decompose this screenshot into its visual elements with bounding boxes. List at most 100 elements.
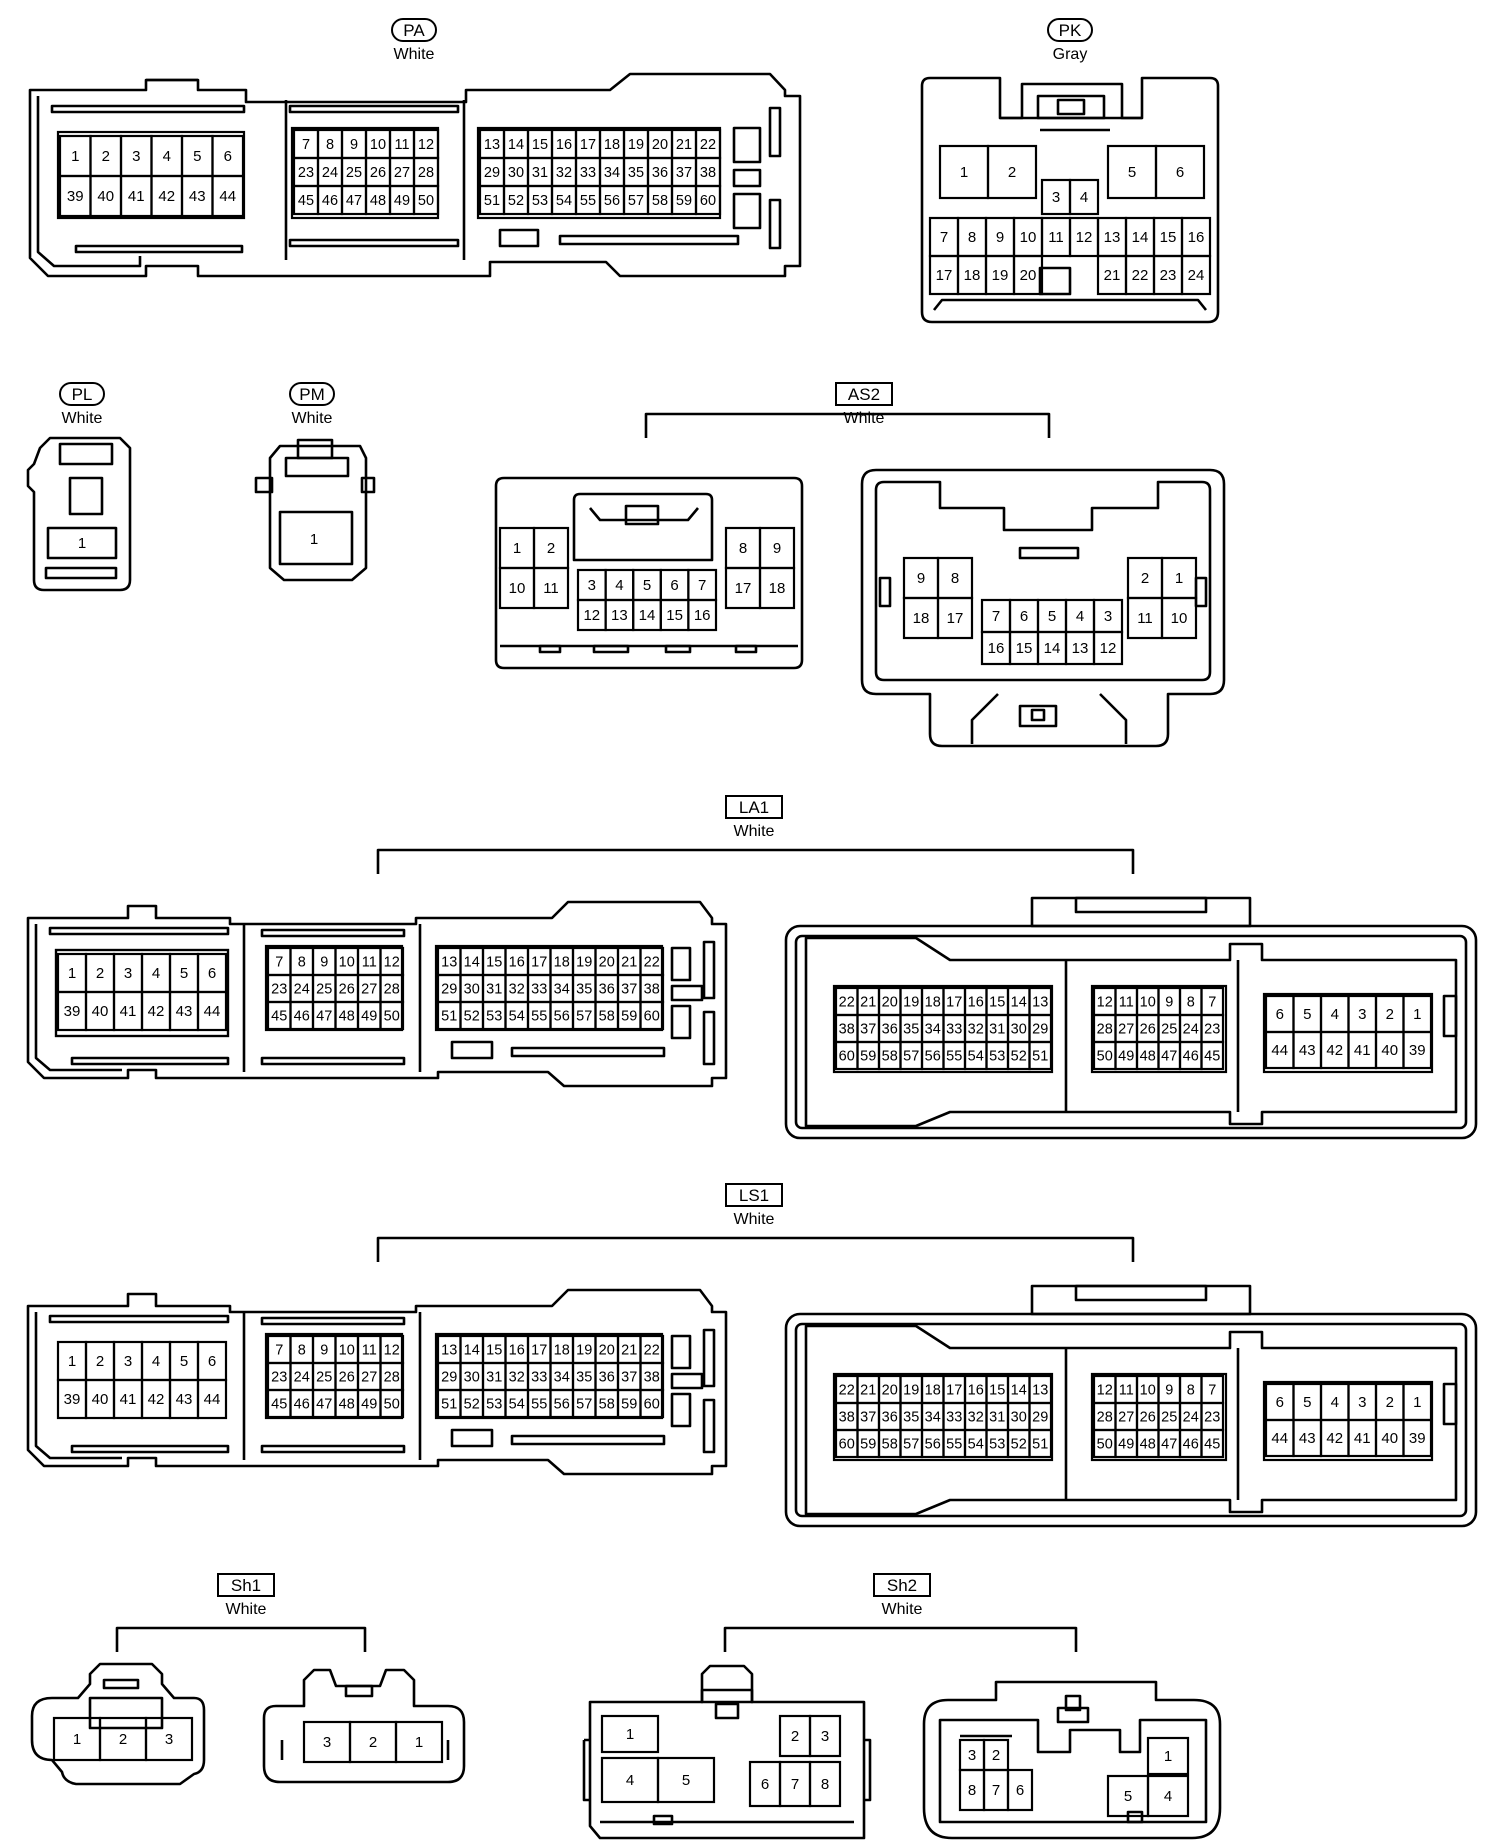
pin-number: 31 bbox=[486, 982, 502, 998]
pin-number: 10 bbox=[339, 1343, 355, 1359]
pin-number: 12 bbox=[1097, 1383, 1113, 1399]
pin-number: 58 bbox=[652, 193, 668, 209]
pin-number: 56 bbox=[554, 1397, 570, 1413]
pin-number: 19 bbox=[576, 955, 592, 971]
pin-number: 27 bbox=[394, 165, 410, 181]
pin-number: 11 bbox=[362, 1343, 377, 1359]
pin-number: 55 bbox=[531, 1009, 547, 1025]
pin-number: 24 bbox=[1183, 1022, 1199, 1038]
pin-number: 60 bbox=[839, 1437, 855, 1453]
pin-number: 3 bbox=[821, 1728, 829, 1745]
pin-number: 2 bbox=[96, 965, 104, 982]
pin-number: 36 bbox=[652, 165, 668, 181]
pin-cell bbox=[1160, 596, 1198, 640]
pin-number: 49 bbox=[361, 1009, 377, 1025]
pin-number: 19 bbox=[992, 267, 1009, 284]
pin-number: 6 bbox=[670, 577, 678, 594]
pin-cell bbox=[394, 1720, 444, 1764]
pin-number: 9 bbox=[917, 570, 925, 587]
pin-number: 10 bbox=[1171, 610, 1188, 627]
pin-number: 25 bbox=[346, 165, 362, 181]
pin-number: 21 bbox=[621, 1343, 637, 1359]
pin-number: 20 bbox=[652, 137, 668, 153]
pin-number: 7 bbox=[698, 577, 706, 594]
pin-number: 23 bbox=[1204, 1022, 1220, 1038]
connector-sh1-male-housing bbox=[30, 1662, 206, 1786]
pin-number: 44 bbox=[204, 1003, 221, 1020]
pin-number: 49 bbox=[361, 1397, 377, 1413]
pin-number: 30 bbox=[464, 1370, 480, 1386]
pin-number: 7 bbox=[1208, 995, 1216, 1011]
pin-number: 54 bbox=[556, 193, 572, 209]
pin-number: 16 bbox=[1188, 229, 1205, 246]
pin-number: 20 bbox=[882, 995, 898, 1011]
pin-cell bbox=[1402, 1418, 1433, 1458]
connector-color: White bbox=[394, 46, 435, 63]
pin-number: 7 bbox=[302, 137, 310, 153]
pin-number: 56 bbox=[604, 193, 620, 209]
pin-number: 37 bbox=[860, 1022, 876, 1038]
pin-number: 3 bbox=[124, 1353, 132, 1370]
pin-number: 33 bbox=[531, 1370, 547, 1386]
pin-number: 50 bbox=[384, 1009, 400, 1025]
pin-number: 1 bbox=[626, 1726, 634, 1743]
pin-number: 32 bbox=[509, 982, 525, 998]
connector-color: White bbox=[844, 410, 885, 427]
pin-number: 19 bbox=[903, 1383, 919, 1399]
pin-number: 51 bbox=[484, 193, 500, 209]
pin-cell bbox=[687, 598, 718, 632]
pin-cell bbox=[379, 1000, 405, 1031]
pin-number: 41 bbox=[1354, 1430, 1371, 1447]
pin-number: 46 bbox=[1183, 1049, 1199, 1065]
pin-number: 43 bbox=[1299, 1042, 1316, 1059]
pin-number: 7 bbox=[1208, 1383, 1216, 1399]
pin-number: 59 bbox=[676, 193, 692, 209]
pin-number: 45 bbox=[271, 1009, 287, 1025]
pin-number: 3 bbox=[1104, 608, 1112, 625]
pin-number: 1 bbox=[960, 164, 968, 181]
connector-pm-housing bbox=[254, 438, 376, 582]
pin-number: 18 bbox=[604, 137, 620, 153]
pin-number: 8 bbox=[968, 229, 976, 246]
pin-number: 59 bbox=[621, 1009, 637, 1025]
pin-number: 35 bbox=[576, 982, 592, 998]
pin-number: 7 bbox=[791, 1776, 799, 1793]
pin-number: 16 bbox=[968, 995, 984, 1011]
pin-number: 23 bbox=[271, 982, 287, 998]
pin-number: 18 bbox=[554, 955, 570, 971]
pin-number: 35 bbox=[576, 1370, 592, 1386]
pin-number: 11 bbox=[394, 137, 409, 153]
pin-number: 9 bbox=[1165, 995, 1173, 1011]
pin-number: 28 bbox=[1097, 1022, 1113, 1038]
pin-number: 13 bbox=[484, 137, 500, 153]
pin-number: 50 bbox=[1097, 1437, 1113, 1453]
pin-number: 8 bbox=[326, 137, 334, 153]
pin-number: 36 bbox=[599, 1370, 615, 1386]
pin-number: 32 bbox=[509, 1370, 525, 1386]
pin-number: 17 bbox=[531, 1343, 547, 1359]
connector-code: PK bbox=[1059, 21, 1082, 40]
pin-number: 5 bbox=[193, 148, 201, 165]
pin-number: 32 bbox=[556, 165, 572, 181]
connector-code-box bbox=[59, 382, 105, 406]
connector-color: Gray bbox=[1053, 46, 1088, 63]
pin-number: 26 bbox=[339, 982, 355, 998]
pin-number: 21 bbox=[860, 995, 876, 1011]
pin-number: 16 bbox=[694, 607, 711, 624]
pin-number: 28 bbox=[1097, 1410, 1113, 1426]
pin-number: 30 bbox=[464, 982, 480, 998]
pin-number: 21 bbox=[1104, 267, 1121, 284]
pin-number: 48 bbox=[339, 1009, 355, 1025]
pin-number: 6 bbox=[1016, 1782, 1024, 1799]
pin-number: 24 bbox=[1188, 267, 1205, 284]
pin-number: 57 bbox=[903, 1049, 919, 1065]
pin-number: 3 bbox=[165, 1731, 173, 1748]
pin-number: 37 bbox=[676, 165, 692, 181]
connector-code-box bbox=[217, 1573, 275, 1597]
pin-number: 3 bbox=[323, 1734, 331, 1751]
pin-number: 45 bbox=[1204, 1049, 1220, 1065]
pin-cell bbox=[196, 990, 228, 1032]
pin-number: 56 bbox=[925, 1049, 941, 1065]
pin-number: 24 bbox=[322, 165, 338, 181]
connector-code: PM bbox=[299, 385, 325, 404]
